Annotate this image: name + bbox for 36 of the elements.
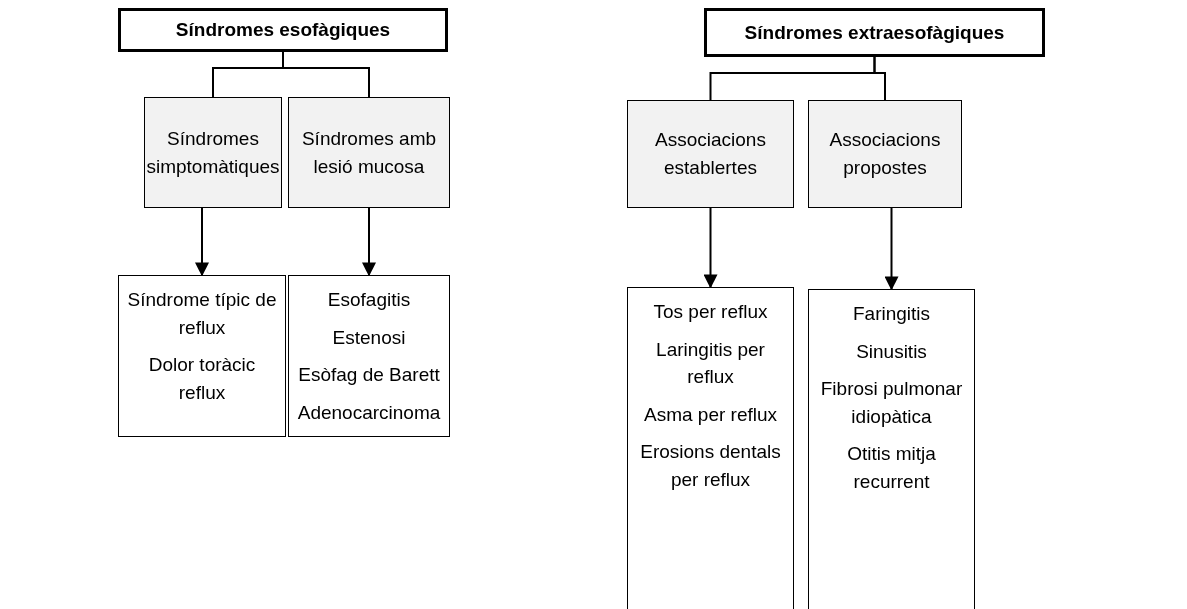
category-box: [288, 97, 450, 208]
arrow: [362, 207, 376, 277]
category-box: [144, 97, 282, 208]
item-text: Fibrosi pulmonar idiopàtica: [819, 377, 964, 429]
item-text: Faringitis: [852, 302, 931, 326]
item-text: Associacions establertes: [654, 128, 767, 180]
item-text: Erosions dentals per reflux: [639, 440, 782, 492]
arrow: [195, 207, 209, 277]
item-text: Sinusitis: [856, 339, 927, 364]
item-text: Esofagitis: [327, 288, 411, 312]
item-text: Esòfag de Barett: [298, 363, 440, 388]
item-text: Tos per reflux: [653, 300, 768, 324]
item-text: Síndromes amb lesió mucosa: [300, 126, 438, 179]
arrow: [884, 207, 899, 291]
list-box: [627, 287, 794, 609]
title-box: [704, 8, 1045, 57]
item-text: Síndrome típic de reflux: [126, 288, 278, 340]
item-text: Otitis mitja recurrent: [846, 442, 937, 494]
item-text: Estenosi: [332, 325, 406, 350]
list-box: [118, 275, 286, 437]
category-box: [808, 100, 962, 208]
bracket-line: [282, 51, 370, 98]
arrow: [703, 207, 718, 289]
item-text: Laringitis per reflux: [655, 337, 766, 390]
item-text: Dolor toràcic reflux: [147, 353, 257, 405]
item-text: Síndromes simptomàtiques: [146, 126, 280, 179]
list-box: [808, 289, 975, 609]
item-text: Associacions propostes: [828, 128, 942, 180]
category-box: [627, 100, 794, 208]
title-box: [118, 8, 448, 52]
bracket-line: [873, 56, 886, 101]
list-box: [288, 275, 450, 437]
item-text: Adenocarcinoma: [297, 400, 441, 425]
heading-text: Síndromes extraesofàgiques: [744, 20, 1005, 45]
item-text: Asma per reflux: [643, 402, 777, 427]
heading-text: Síndromes esofàgiques: [175, 18, 391, 43]
